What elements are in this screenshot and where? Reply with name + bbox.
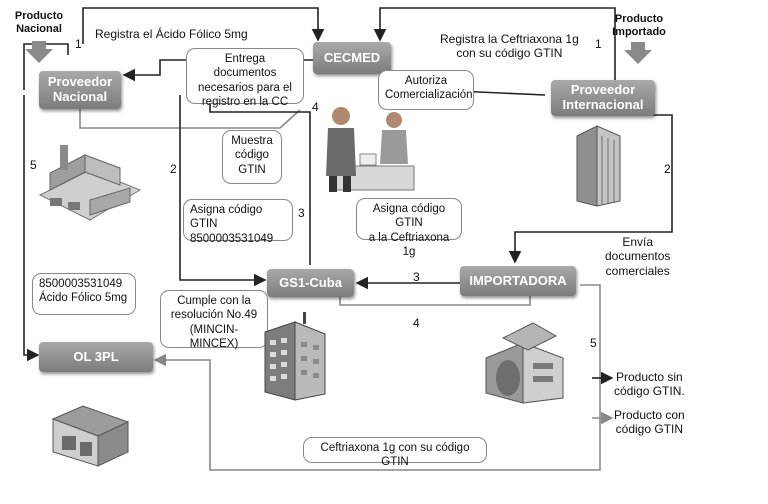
flow-4-gs1 — [339, 296, 531, 306]
label-envia-documentos: Envía documentos comerciales — [605, 235, 671, 278]
down-arrow-stem — [32, 41, 46, 49]
header-producto-nacional: Producto Nacional — [14, 10, 64, 35]
callout-entrega-documentos: Entrega documentos necesarios para el re… — [186, 48, 304, 108]
step-number: 5 — [590, 336, 597, 350]
warehouse-icon — [51, 405, 130, 467]
label-registra-acido: Registra el Ácido Fólico 5mg — [95, 27, 248, 41]
callout-acido-codigo: 8500003531049 Ácido Fólico 5mg — [32, 273, 136, 315]
office-building-icon — [264, 312, 326, 401]
label-registra-ceftriaxona: Registra la Ceftriaxona 1g con su código… — [440, 32, 579, 61]
step-number: 3 — [298, 206, 305, 220]
header-producto-importado: Producto Importado — [612, 13, 666, 38]
node-gs1-cuba: GS1-Cuba — [267, 269, 354, 297]
node-proveedor-nacional: Proveedor Nacional — [39, 71, 121, 109]
node-ol-3pl: OL 3PL — [39, 342, 153, 372]
down-arrow-icon — [624, 50, 652, 64]
legend-sin-gtin: Producto sin código GTIN. — [614, 370, 685, 399]
step-number: 3 — [413, 270, 420, 284]
legend-con-gtin: Producto con código GTIN — [614, 408, 685, 437]
step-number: 2 — [170, 162, 177, 176]
node-importadora: IMPORTADORA — [460, 266, 576, 296]
down-arrow-icon — [25, 49, 53, 63]
step-number: 4 — [312, 100, 319, 114]
step-number: 4 — [413, 316, 420, 330]
callout-autoriza: Autoriza Comercialización — [378, 70, 474, 110]
pharmacy-counter-icon — [326, 107, 415, 192]
callout-muestra-gtin: Muestra código GTIN — [222, 130, 282, 184]
modern-building-icon — [485, 322, 564, 404]
flow-1-international — [373, 7, 616, 80]
step-number: 1 — [595, 37, 602, 51]
callout-asigna-ceftriaxona: Asigna código GTIN a la Ceftriaxona 1g — [356, 198, 462, 258]
flow-2-national — [179, 95, 267, 287]
flow-1-national — [23, 43, 69, 90]
flow-5-importadora — [153, 284, 601, 471]
step-number: 5 — [30, 158, 37, 172]
callout-cumple-resolucion: Cumple con la resolución No.49 (MINCIN-M… — [160, 290, 268, 350]
callout-asigna-codigo: Asigna código GTIN 8500003531049 — [183, 199, 293, 245]
step-number: 2 — [664, 162, 671, 176]
flow-5-national — [23, 95, 40, 362]
down-arrow-stem — [631, 42, 645, 50]
factory-icon — [38, 145, 142, 221]
glass-tower-icon — [576, 125, 621, 207]
step-number: 1 — [75, 37, 82, 51]
callout-ceftriaxona-gtin: Ceftriaxona 1g con su código GTIN — [303, 437, 487, 468]
node-proveedor-internacional: Proveedor Internacional — [551, 80, 655, 116]
node-cecmed: CECMED — [313, 42, 391, 74]
